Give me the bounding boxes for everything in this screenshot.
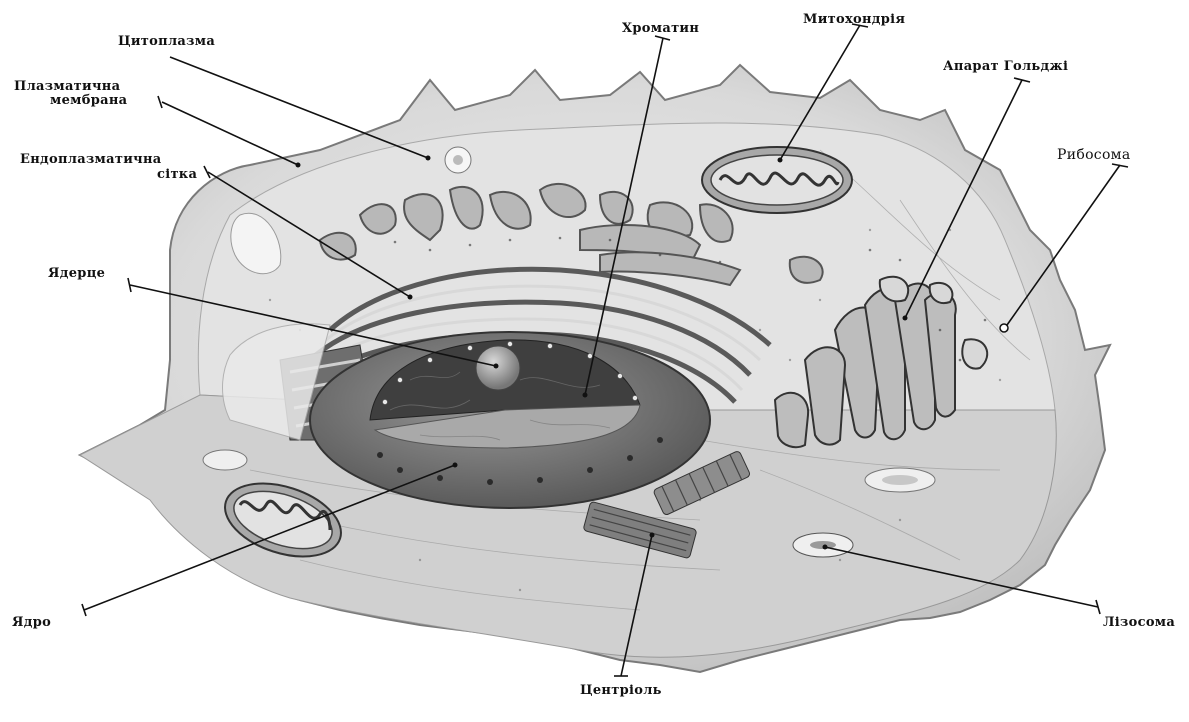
mitochondrion-top [702, 147, 852, 213]
label-cytoplasm: Цитоплазма [118, 34, 215, 49]
label-mitochondrion: Митохондрія [803, 12, 905, 27]
label-er-line2: сітка [157, 167, 197, 182]
label-lysosome: Лізосома [1103, 615, 1175, 630]
label-nucleus: Ядро [12, 615, 51, 630]
label-golgi: Апарат Гольджі [943, 59, 1068, 74]
ribosome-shape [1000, 324, 1008, 332]
nucleus [310, 332, 710, 508]
label-nucleolus: Ядерце [48, 266, 105, 281]
label-plasma-membrane-line2: мембрана [50, 93, 128, 108]
label-er-line1: Ендоплазматична [20, 152, 162, 167]
label-plasma-membrane-line1: Плазматична [14, 79, 121, 94]
label-centriole: Центріоль [580, 683, 662, 698]
nucleolus-shape [476, 346, 520, 390]
label-ribosome: Рибосома [1057, 147, 1131, 163]
label-chromatin: Хроматин [622, 21, 699, 36]
